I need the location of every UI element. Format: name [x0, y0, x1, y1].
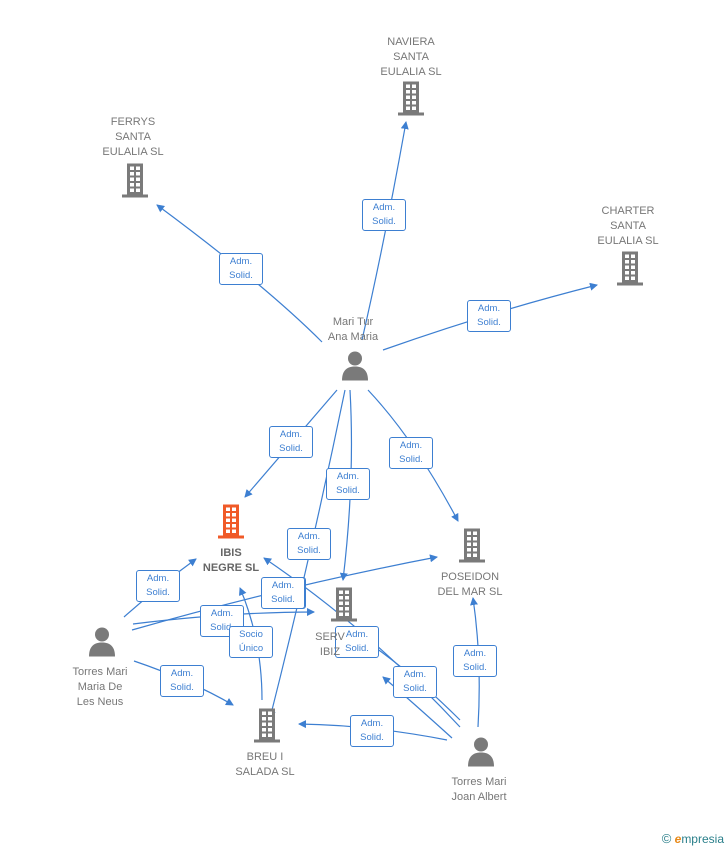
empresia-logo[interactable]: © empresia [661, 831, 724, 846]
company-icon-ibis[interactable] [215, 503, 247, 544]
company-icon-breu[interactable] [251, 707, 283, 748]
node-label-mari_tur[interactable]: Mari Tur Ana Maria [327, 316, 379, 343]
edge-label-torres_joan-to-serv[interactable]: Adm. Solid. [261, 577, 305, 609]
company-icon-charter[interactable] [614, 250, 646, 291]
node-label-naviera[interactable]: NAVIERA SANTA EULALIA SL [380, 36, 442, 78]
edge-label-mari_tur-to-ferrys[interactable]: Adm. Solid. [219, 253, 263, 285]
node-label-poseidon[interactable]: POSEIDON DEL MAR SL [437, 571, 503, 598]
edge-label-torres_joan-to-ibis[interactable]: Adm. Solid. [335, 626, 379, 658]
node-label-serv[interactable]: SERV IBIZ [315, 631, 345, 658]
edge-torres_joan-to-serv [382, 676, 453, 739]
edge-label-mari_tur-to-charter[interactable]: Adm. Solid. [467, 300, 511, 332]
edge-label-mari_tur-to-poseidon[interactable]: Adm. Solid. [389, 437, 433, 469]
edge-mari_tur-to-naviera [361, 121, 409, 341]
company-icon-serv[interactable] [328, 586, 360, 627]
person-icon-torres_joan[interactable] [466, 737, 496, 772]
edge-label-mari_tur-to-naviera[interactable]: Adm. Solid. [362, 199, 406, 231]
person-icon-torres_maria[interactable] [87, 627, 117, 662]
edge-label-torres_maria-to-breu[interactable]: Adm. Solid. [160, 665, 204, 697]
edge-label-breu-to-ibis[interactable]: Socio Único [229, 626, 273, 658]
edge-label-mari_tur-to-serv[interactable]: Adm. Solid. [326, 468, 370, 500]
node-label-torres_joan[interactable]: Torres Mari Joan Albert [451, 776, 507, 803]
company-icon-naviera[interactable] [395, 80, 427, 121]
node-label-charter[interactable]: CHARTER SANTA EULALIA SL [597, 205, 659, 247]
node-label-ferrys[interactable]: FERRYS SANTA EULALIA SL [102, 116, 164, 158]
company-icon-poseidon[interactable] [456, 527, 488, 568]
node-label-ibis[interactable]: IBIS NEGRE SL [202, 547, 260, 574]
node-label-torres_maria[interactable]: Torres Mari Maria De Les Neus [72, 666, 128, 708]
edge-label-mari_tur-to-breu[interactable]: Adm. Solid. [287, 528, 331, 560]
edge-label-torres_joan-to-serv[interactable]: Adm. Solid. [393, 666, 437, 698]
edge-label-mari_tur-to-ibis[interactable]: Adm. Solid. [269, 426, 313, 458]
person-icon-mari_tur[interactable] [340, 351, 370, 386]
company-icon-ferrys[interactable] [119, 162, 151, 203]
edge-label-torres_joan-to-poseidon[interactable]: Adm. Solid. [453, 645, 497, 677]
edge-label-torres_maria-to-ibis[interactable]: Adm. Solid. [136, 570, 180, 602]
node-label-breu[interactable]: BREU I SALADA SL [235, 751, 295, 778]
edge-label-torres_joan-to-breu[interactable]: Adm. Solid. [350, 715, 394, 747]
